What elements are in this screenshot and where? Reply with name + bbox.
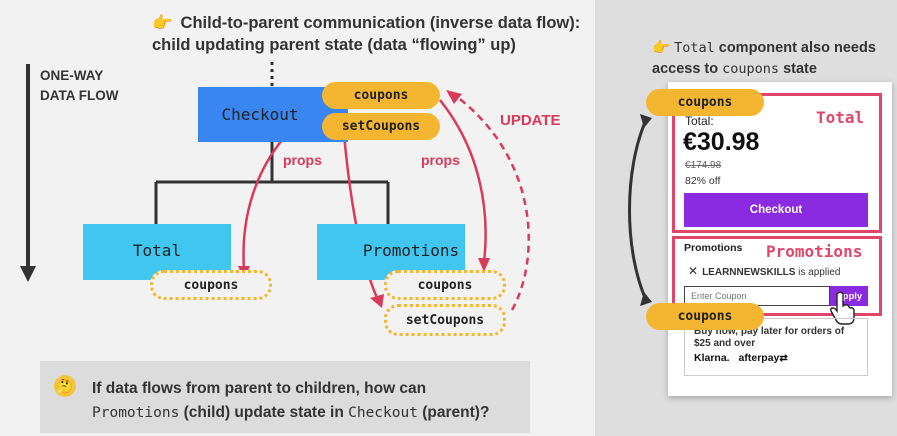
total-caption: Total:: [685, 114, 714, 128]
title-rest: : child updating parent state (data “flo…: [152, 14, 581, 54]
old-price: €174.98: [685, 160, 722, 171]
one-way-arrow-head: [20, 266, 36, 282]
right-title: 👉 Total component also needs access to c…: [652, 38, 892, 80]
props-arrow-to-promotions: [439, 99, 487, 263]
question-text-mid: (child) update state in: [179, 404, 349, 421]
right-coupons-pill-bottom: coupons: [646, 303, 764, 330]
promotions-label: Promotions: [362, 240, 460, 260]
right-double-arrow-head-top: [640, 114, 652, 128]
bnpl-text: Buy now, pay later for orders of $25 and…: [694, 326, 845, 349]
props-label-right: props: [421, 152, 460, 168]
right-title-text-end: state: [779, 61, 817, 77]
question-text: If data flows from parent to children, h…: [92, 377, 489, 425]
checkout-label: Checkout: [221, 105, 299, 124]
checkout-coupons-pill: coupons: [322, 82, 440, 109]
bnpl-box: [684, 318, 868, 376]
question-code-checkout: Checkout: [348, 405, 418, 421]
props-label-left: props: [283, 152, 322, 168]
applied-text: is applied: [795, 267, 841, 278]
right-coupons-pill-top: coupons: [646, 89, 764, 116]
props-arrow-setcoupons-head: [370, 294, 384, 308]
discount-text: 82% off: [685, 175, 721, 187]
title-bold: Child-to-parent communication (inverse d…: [180, 14, 575, 32]
right-double-arrow-path: [628, 119, 648, 301]
total-tag: Total: [816, 108, 865, 127]
total-highlight-frame: [672, 93, 882, 233]
one-way-label: ONE-WAY DATA FLOW: [40, 66, 150, 106]
right-title-code-total: Total: [674, 40, 715, 56]
promotions-highlight-frame: [672, 236, 882, 316]
checkout-setcoupons-pill: setCoupons: [322, 113, 440, 140]
pointing-hand-icon: 👉: [652, 40, 671, 56]
thinking-face-icon: 🤔: [54, 375, 76, 397]
promotions-coupons-prop: coupons: [384, 270, 506, 300]
question-line1: If data flows from parent to children, h…: [92, 380, 427, 397]
question-box: 🤔 If data flows from parent to children,…: [40, 361, 530, 433]
one-way-line1: ONE-WAY: [40, 68, 104, 83]
right-title-code-coupons: coupons: [722, 61, 780, 77]
pointer-hand-cursor-icon: [830, 291, 855, 325]
promotions-setcoupons-prop: setCoupons: [384, 304, 506, 336]
props-arrow-to-promotions-head: [478, 258, 490, 272]
coupon-input-placeholder: Enter Coupon: [691, 291, 747, 301]
close-icon[interactable]: ✕: [688, 264, 699, 278]
question-line2: Promotions (child) update state in Check…: [92, 401, 489, 425]
right-double-arrow-head-bottom: [640, 292, 652, 306]
total-label: Total: [132, 240, 182, 260]
applied-code: LEARNNEWSKILLS: [702, 267, 796, 278]
promotions-tag: Promotions: [766, 242, 863, 261]
question-text-end: (parent)?: [417, 404, 490, 421]
slide-title: 👉 Child-to-parent communication (inverse …: [152, 12, 592, 56]
diagram-lines: [20, 62, 530, 311]
pointing-hand-icon: 👉: [152, 14, 173, 32]
klarna-logo: Klarna.: [694, 352, 730, 364]
afterpay-logo: afterpay: [738, 352, 780, 364]
right-title-text: component also needs access to: [652, 40, 876, 77]
update-label: UPDATE: [500, 112, 561, 129]
applied-coupon-row: ✕LEARNNEWSKILLS is applied: [688, 264, 840, 278]
payment-logos: Klarna. afterpay⇄: [694, 352, 788, 364]
total-coupons-prop: coupons: [150, 270, 272, 300]
one-way-line2: DATA FLOW: [40, 88, 119, 103]
afterpay-arrows-icon: ⇄: [779, 353, 788, 364]
promotions-heading: Promotions: [684, 242, 743, 254]
question-code-promotions: Promotions: [92, 405, 180, 421]
total-price: €30.98: [683, 128, 760, 156]
right-double-arrow: [628, 114, 652, 306]
checkout-button[interactable]: Checkout: [684, 193, 868, 227]
checkout-card: [668, 82, 892, 396]
update-arrow-head: [446, 90, 462, 104]
